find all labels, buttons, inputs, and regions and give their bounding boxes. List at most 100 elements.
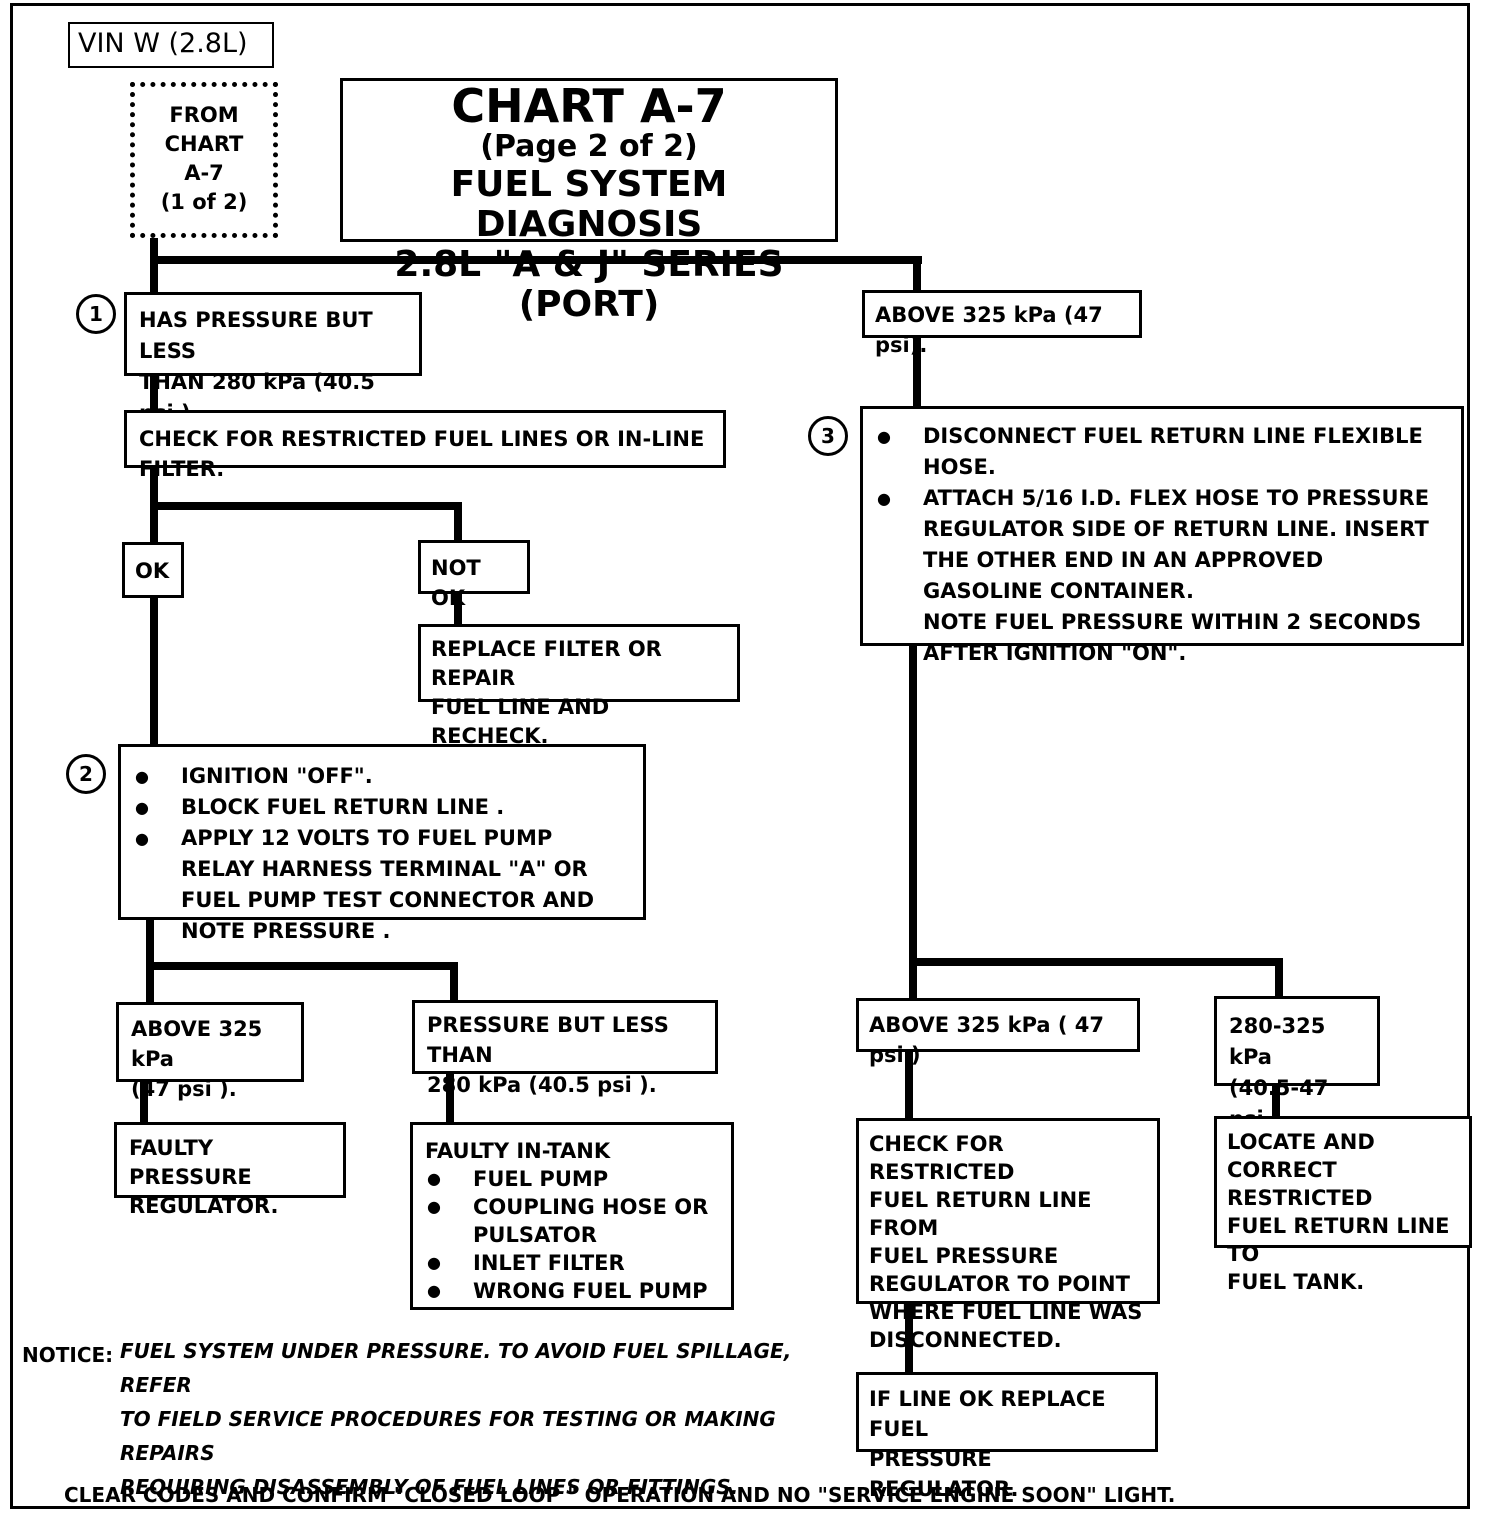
box-line: 280-325 kPa xyxy=(1229,1014,1326,1069)
box-text: CHECK FOR RESTRICTED FUEL LINES OR IN-LI… xyxy=(139,427,705,481)
step-2-box: IGNITION "OFF". BLOCK FUEL RETURN LINE .… xyxy=(118,744,646,943)
check-restricted-box: CHECK FOR RESTRICTED FUEL LINES OR IN-LI… xyxy=(124,410,726,481)
from-chart-line: (1 of 2) xyxy=(160,190,248,214)
connector xyxy=(913,256,921,292)
box-line: FUEL RETURN LINE TO xyxy=(1227,1214,1450,1266)
connector xyxy=(150,374,158,412)
has-pressure-box: HAS PRESSURE BUT LESS THAN 280 kPa (40.5… xyxy=(124,292,422,425)
box-line: FAULTY PRESSURE xyxy=(129,1136,252,1189)
box-line: FUEL PRESSURE xyxy=(869,1244,1059,1268)
connector xyxy=(905,1050,913,1120)
notice-label: NOTICE: xyxy=(22,1343,114,1367)
step-number: 3 xyxy=(821,424,835,448)
connector xyxy=(140,1080,148,1124)
notice-line: TO FIELD SERVICE PROCEDURES FOR TESTING … xyxy=(120,1407,776,1465)
step-3-note: NOTE FUEL PRESSURE WITHIN 2 SECONDS AFTE… xyxy=(923,610,1422,665)
connector xyxy=(150,256,922,264)
if-line-ok-box: IF LINE OK REPLACE FUEL PRESSURE REGULAT… xyxy=(856,1372,1158,1501)
replace-filter-box: REPLACE FILTER OR REPAIR FUEL LINE AND R… xyxy=(418,624,740,748)
range-280-325-box: 280-325 kPa (40.5-47 psi ) xyxy=(1214,996,1380,1131)
notice-line: REQUIRING DISASSEMBLY OF FUEL LINES OR F… xyxy=(120,1475,739,1499)
notice-line: FUEL SYSTEM UNDER PRESSURE. TO AVOID FUE… xyxy=(120,1339,792,1397)
above-325-top-box: ABOVE 325 kPa (47 psi). xyxy=(862,290,1142,357)
chart-series: 2.8L "A & J" SERIES (PORT) xyxy=(394,244,784,325)
not-ok-box: NOT OK xyxy=(418,540,530,610)
notice-text: FUEL SYSTEM UNDER PRESSURE. TO AVOID FUE… xyxy=(120,1334,840,1504)
box-line: FUEL TANK. xyxy=(1227,1270,1365,1294)
box-line: WHERE FUEL LINE WAS xyxy=(869,1300,1143,1324)
box-line: ABOVE 325 kPa xyxy=(131,1017,263,1071)
step-number: 2 xyxy=(79,762,93,786)
connector xyxy=(905,1300,913,1374)
step-3-marker: 3 xyxy=(808,416,848,456)
box-line: (47 psi ). xyxy=(131,1077,237,1101)
step-number: 1 xyxy=(89,302,103,326)
box-line: REPLACE FILTER OR REPAIR xyxy=(431,637,662,690)
box-line: FUEL LINE AND RECHECK. xyxy=(431,695,610,748)
pressure-less-box: PRESSURE BUT LESS THAN 280 kPa (40.5 psi… xyxy=(412,1000,718,1097)
step-3-item: DISCONNECT FUEL RETURN LINE FLEXIBLE HOS… xyxy=(875,421,1449,483)
connector xyxy=(1272,1084,1280,1120)
check-return-box: CHECK FOR RESTRICTED FUEL RETURN LINE FR… xyxy=(856,1118,1160,1352)
faulty-in-tank-heading: FAULTY IN-TANK xyxy=(425,1139,611,1163)
box-line: REGULATOR TO POINT xyxy=(869,1272,1130,1296)
faulty-in-tank-item: COUPLING HOSE OR PULSATOR xyxy=(425,1193,719,1249)
connector xyxy=(909,958,1283,966)
from-chart-line: CHART xyxy=(164,132,244,156)
box-line: CORRECT RESTRICTED xyxy=(1227,1158,1373,1210)
connector xyxy=(150,236,158,294)
connector xyxy=(450,962,458,1004)
chart-title: CHART A-7 xyxy=(451,79,727,133)
box-line: IF LINE OK REPLACE FUEL xyxy=(869,1387,1106,1441)
from-chart-box: FROM CHART A-7 (1 of 2) xyxy=(130,82,278,238)
connector xyxy=(146,962,458,970)
box-text: NOT OK xyxy=(431,556,481,610)
page-border xyxy=(10,3,1470,1509)
faulty-in-tank-item: INLET FILTER xyxy=(425,1249,719,1277)
box-text: ABOVE 325 kPa ( 47 psi ) xyxy=(869,1013,1105,1067)
step-2-item: IGNITION "OFF". xyxy=(133,761,631,792)
connector xyxy=(913,336,921,408)
connector xyxy=(150,502,462,510)
connector xyxy=(150,596,158,746)
box-line: REGULATOR. xyxy=(129,1194,279,1218)
connector xyxy=(1275,958,1283,998)
vin-label-text: VIN W (2.8L) xyxy=(78,28,248,59)
faulty-in-tank-list: FUEL PUMP COUPLING HOSE OR PULSATOR INLE… xyxy=(425,1165,719,1305)
step-3-box: DISCONNECT FUEL RETURN LINE FLEXIBLE HOS… xyxy=(860,406,1464,665)
from-chart-line: A-7 xyxy=(184,161,224,185)
box-line: FUEL RETURN LINE FROM xyxy=(869,1188,1092,1240)
chart-title-box: CHART A-7 (Page 2 of 2) FUEL SYSTEM DIAG… xyxy=(340,78,838,325)
box-text: OK xyxy=(135,559,170,583)
step-2-list: IGNITION "OFF". BLOCK FUEL RETURN LINE .… xyxy=(133,761,631,947)
connector xyxy=(454,592,462,626)
box-line: LOCATE AND xyxy=(1227,1130,1375,1154)
box-line: DISCONNECTED. xyxy=(869,1328,1062,1352)
box-line: 280 kPa (40.5 psi ). xyxy=(427,1073,657,1097)
ok-box: OK xyxy=(122,542,184,598)
faulty-regulator-box: FAULTY PRESSURE REGULATOR. xyxy=(114,1122,346,1218)
step-3-list: DISCONNECT FUEL RETURN LINE FLEXIBLE HOS… xyxy=(875,421,1449,607)
step-2-item: APPLY 12 VOLTS TO FUEL PUMP RELAY HARNES… xyxy=(133,823,631,947)
chart-subtitle: FUEL SYSTEM DIAGNOSIS xyxy=(450,164,728,245)
faulty-in-tank-item: FUEL PUMP xyxy=(425,1165,719,1193)
step-3-item: ATTACH 5/16 I.D. FLEX HOSE TO PRESSURE R… xyxy=(875,483,1449,607)
box-line: PRESSURE BUT LESS THAN xyxy=(427,1013,669,1067)
faulty-in-tank-box: FAULTY IN-TANK FUEL PUMP COUPLING HOSE O… xyxy=(410,1122,734,1310)
above-325-b-box: ABOVE 325 kPa ( 47 psi ) xyxy=(856,998,1140,1067)
step-2-item: BLOCK FUEL RETURN LINE . xyxy=(133,792,631,823)
box-line: CHECK FOR RESTRICTED xyxy=(869,1132,1015,1184)
vin-label: VIN W (2.8L) xyxy=(68,22,274,68)
step-2-marker: 2 xyxy=(66,754,106,794)
step-1-marker: 1 xyxy=(76,294,116,334)
connector xyxy=(454,502,462,542)
connector xyxy=(909,644,917,1000)
faulty-in-tank-item: WRONG FUEL PUMP xyxy=(425,1277,719,1305)
box-text: ABOVE 325 kPa (47 psi). xyxy=(875,303,1103,357)
chart-page: (Page 2 of 2) xyxy=(480,129,698,164)
box-line: HAS PRESSURE BUT LESS xyxy=(139,308,373,363)
locate-correct-box: LOCATE AND CORRECT RESTRICTED FUEL RETUR… xyxy=(1214,1116,1472,1294)
connector xyxy=(446,1072,454,1124)
box-line: PRESSURE REGULATOR. xyxy=(869,1447,1019,1501)
from-chart-line: FROM xyxy=(169,103,239,127)
